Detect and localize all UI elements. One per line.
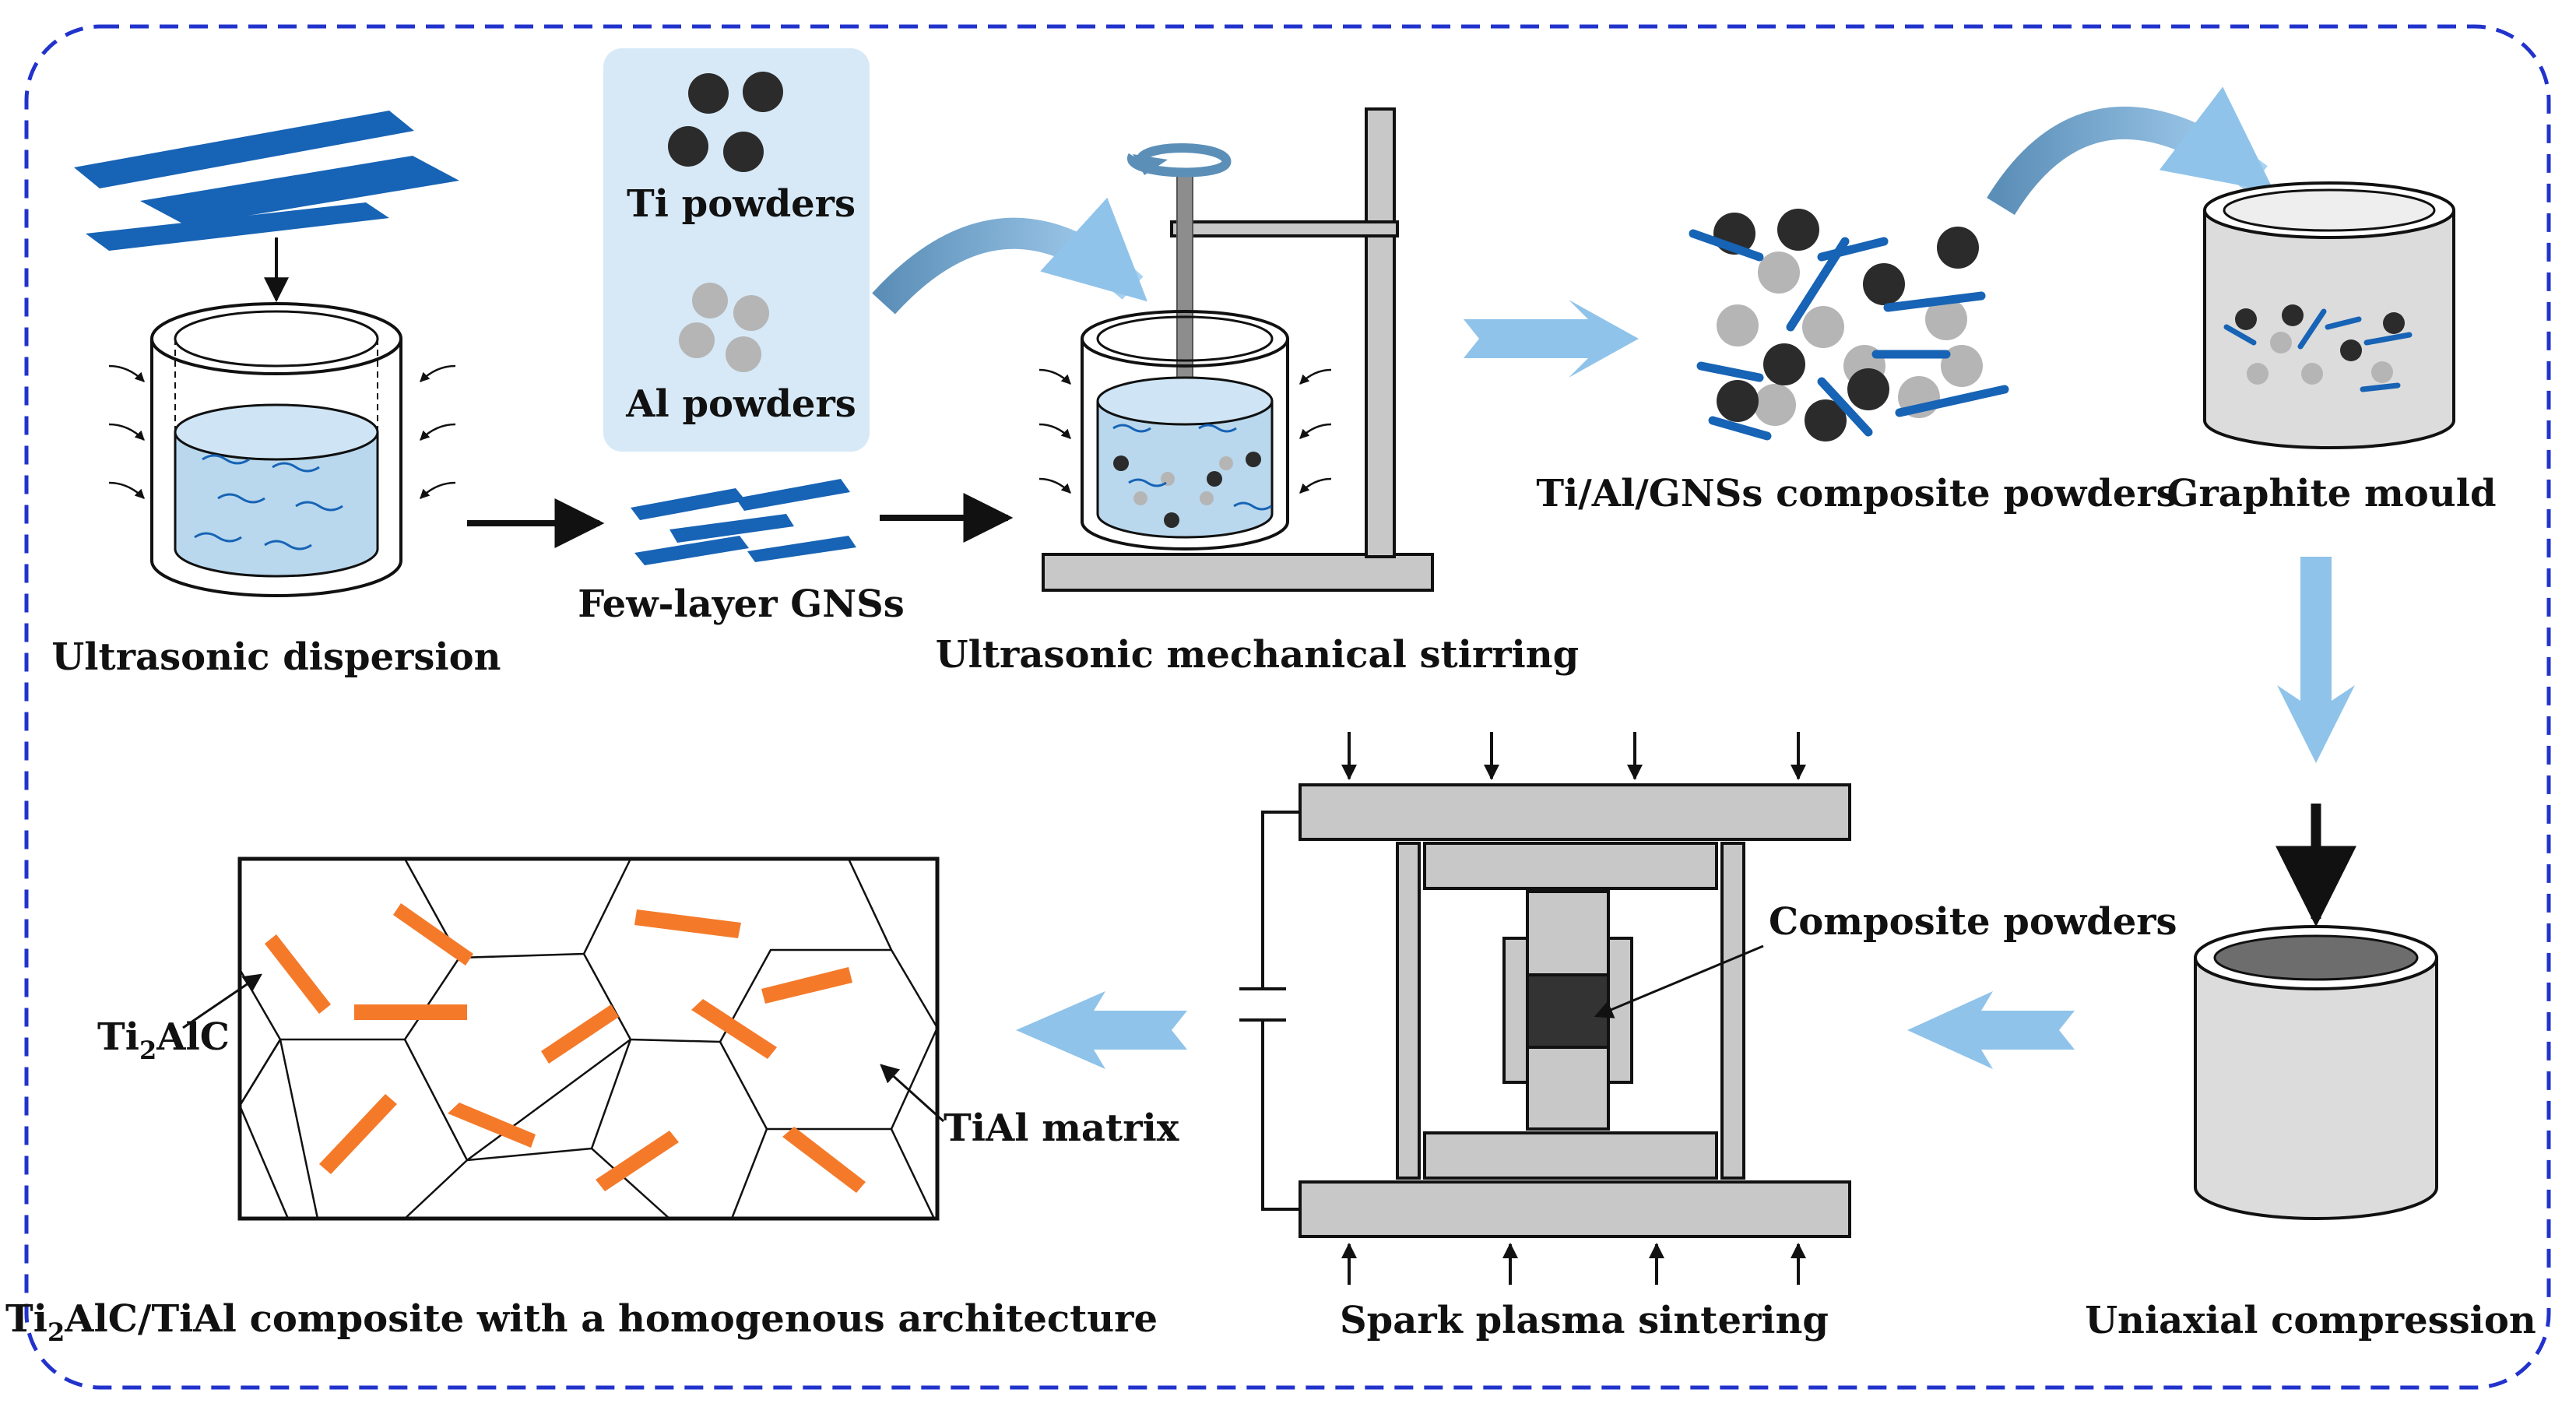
label-final-product: Ti2AlC/TiAl composite with a homogenous …: [5, 1297, 1158, 1347]
curved-flow-arrow-2: [1987, 86, 2275, 216]
label-sps: Spark plasma sintering: [1340, 1299, 1829, 1342]
label-composite-powders-mix: Ti/Al/GNSs composite powders: [1536, 472, 2177, 515]
label-graphite-mould: Graphite mould: [2167, 472, 2497, 515]
label-al-powders: Al powders: [625, 382, 856, 426]
stirring-apparatus-icon: [1038, 107, 1434, 592]
microstructure-icon: [182, 856, 945, 1221]
dispersion-beaker-icon: [108, 302, 456, 597]
flow-arrow-right: [1464, 300, 1639, 378]
sps-apparatus-icon: [1239, 732, 1851, 1285]
flow-arrow-left-2: [1016, 991, 1187, 1069]
graphene-sheets-icon: [74, 111, 459, 251]
label-few-layer-gnss: Few-layer GNSs: [578, 582, 905, 626]
flow-arrow-down: [2277, 557, 2355, 763]
few-layer-gnss-icon: [631, 479, 856, 565]
label-ti-powders: Ti powders: [627, 182, 856, 226]
label-ultrasonic-dispersion: Ultrasonic dispersion: [51, 635, 501, 679]
outer-frame: [24, 24, 2551, 1390]
compression-mould-icon: [2194, 925, 2438, 1220]
label-stirring: Ultrasonic mechanical stirring: [936, 633, 1579, 677]
al-particles-icon: [679, 283, 769, 372]
flow-arrow-left-1: [1907, 991, 2075, 1069]
curved-flow-arrow-1: [872, 197, 1147, 315]
label-tial-matrix: TiAl matrix: [944, 1106, 1179, 1150]
label-ti2alc: Ti2AlC: [97, 1015, 230, 1065]
graphite-mould-icon: [2203, 181, 2455, 449]
ti-particles-icon: [668, 72, 783, 172]
label-composite-powders: Composite powders: [1769, 900, 2177, 944]
label-uniaxial-compression: Uniaxial compression: [2085, 1299, 2536, 1342]
composite-powders-icon: [1689, 209, 2009, 441]
